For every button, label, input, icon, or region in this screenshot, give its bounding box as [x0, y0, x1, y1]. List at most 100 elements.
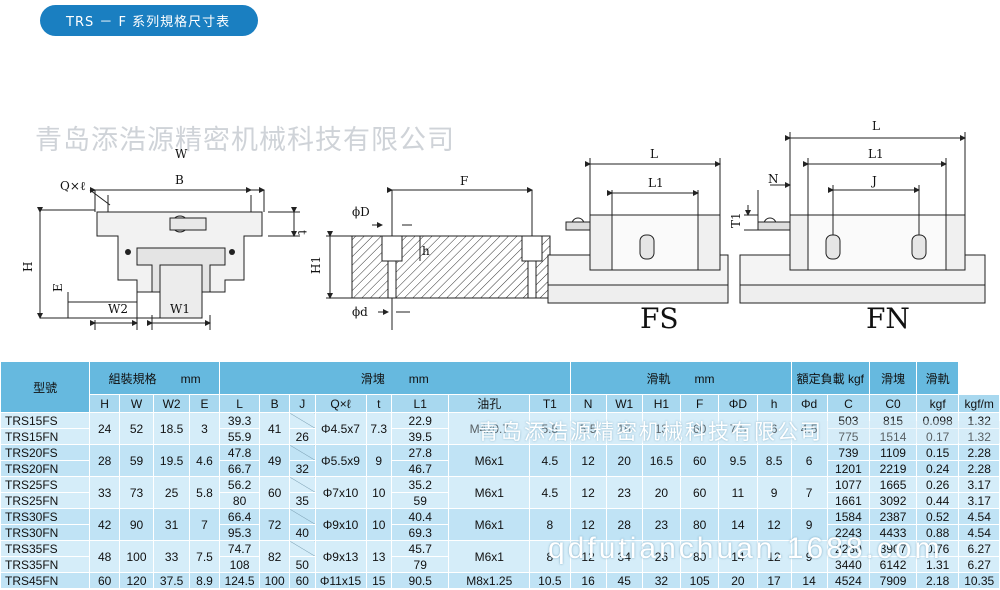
table-cell: 1584 — [826, 508, 871, 525]
model-cell: TRS35FS — [0, 540, 91, 557]
table-cell: 7 — [189, 508, 220, 541]
table-cell: 7.5 — [718, 412, 758, 445]
table-cell: 20 — [605, 444, 643, 477]
table-cell: 28 — [89, 444, 121, 477]
table-cell: 12 — [756, 540, 792, 573]
table-cell: 26 — [289, 428, 316, 445]
table-cell: 50 — [289, 556, 316, 573]
table-cell: 2219 — [869, 460, 917, 477]
model-cell: TRS15FS — [0, 412, 91, 429]
table-cell: 7 — [790, 476, 828, 509]
table-cell: 20 — [641, 476, 682, 509]
table-cell: 6 — [790, 444, 828, 477]
table-cell: 0.15 — [915, 444, 960, 461]
table-cell: 80 — [680, 508, 720, 541]
subheader-cell: W — [119, 394, 155, 413]
subheader-cell: J — [289, 394, 316, 413]
dim-D: ϕD — [352, 205, 370, 219]
table-cell: 19.5 — [153, 444, 191, 477]
subheader-cell: kgf — [915, 394, 960, 413]
subheader-cell: C — [826, 394, 871, 413]
model-cell: TRS25FN — [0, 492, 91, 509]
table-cell: Φ9x10 — [314, 508, 367, 541]
rail-section-view — [326, 187, 551, 330]
table-cell: 4.5 — [529, 444, 571, 477]
table-cell: 23 — [605, 476, 643, 509]
table-cell: 7.5 — [189, 540, 220, 573]
subheader-cell: F — [680, 394, 720, 413]
table-cell: 4.6 — [189, 444, 220, 477]
table-cell: 60 — [89, 572, 121, 589]
table-cell: 12 — [569, 444, 607, 477]
table-cell: 8 — [529, 540, 571, 573]
table-cell: 90.5 — [391, 572, 450, 589]
table-cell: 24 — [89, 412, 121, 445]
table-cell: 10.5 — [529, 572, 571, 589]
table-cell: 34 — [605, 540, 643, 573]
table-cell: 0.76 — [915, 540, 960, 557]
table-cell: 6.27 — [958, 556, 1000, 573]
fs-side-view — [547, 158, 729, 304]
table-cell: 14 — [790, 572, 828, 589]
table-cell: 14 — [718, 508, 758, 541]
table-cell: 7.3 — [365, 412, 393, 445]
table-cell: 56.2 — [218, 476, 261, 493]
table-cell: 79 — [391, 556, 450, 573]
table-cell: 48 — [89, 540, 121, 573]
table-cell: 74.7 — [218, 540, 261, 557]
table-cell: 16 — [569, 572, 607, 589]
col-block-weight: 滑塊 — [869, 361, 917, 395]
table-cell: 2.28 — [958, 460, 1000, 477]
table-cell: 100 — [119, 540, 155, 573]
table-cell: 775 — [826, 428, 871, 445]
model-cell: TRS15FN — [0, 428, 91, 445]
front-view — [37, 187, 300, 330]
dim-H: H — [21, 262, 35, 272]
table-cell: 6142 — [869, 556, 917, 573]
subheader-cell: ΦD — [718, 394, 758, 413]
table-cell: 15 — [365, 572, 393, 589]
subheader-cell: H — [89, 394, 121, 413]
table-cell: 8.5 — [756, 444, 792, 477]
technical-drawing: W B Q×ℓ t H E W2 W1 F ϕD h H1 ϕd L L1 N … — [21, 119, 986, 330]
table-cell: 16.5 — [641, 444, 682, 477]
table-cell: Φ5.5x9 — [314, 444, 367, 477]
table-cell: 1665 — [869, 476, 917, 493]
table-cell: 8 — [529, 508, 571, 541]
table-cell: 59 — [391, 492, 450, 509]
subheader-cell: t — [365, 394, 393, 413]
table-cell: 0.098 — [915, 412, 960, 429]
table-cell: 5.5 — [569, 412, 607, 445]
table-cell: 4524 — [826, 572, 871, 589]
table-cell: 108 — [218, 556, 261, 573]
table-cell: M8x1.25 — [448, 572, 531, 589]
table-cell: 4.54 — [958, 508, 1000, 525]
subheader-cell: 油孔 — [448, 394, 531, 413]
dim-E: E — [51, 283, 65, 292]
dim-W2: W2 — [108, 302, 128, 316]
table-cell: M6x1 — [448, 476, 531, 509]
dim-L1-fn: L1 — [868, 147, 884, 161]
model-cell: TRS30FN — [0, 524, 91, 541]
subheader-cell: T1 — [529, 394, 571, 413]
fn-label: FN — [866, 302, 910, 335]
table-cell: 100 — [259, 572, 291, 589]
table-cell: 82 — [259, 540, 291, 573]
table-cell: 1109 — [869, 444, 917, 461]
table-cell: M6x1 — [448, 444, 531, 477]
table-cell: 60 — [259, 476, 291, 509]
table-cell: Φ11x15 — [314, 572, 367, 589]
table-cell: 105 — [680, 572, 720, 589]
table-cell: 6.27 — [958, 540, 1000, 557]
subheader-cell: Φd — [790, 394, 828, 413]
subheader-cell: W2 — [153, 394, 191, 413]
table-cell: 0.44 — [915, 492, 960, 509]
dim-N: N — [768, 172, 779, 186]
table-cell: 7909 — [869, 572, 917, 589]
dim-W1: W1 — [170, 302, 190, 316]
table-cell: 27.8 — [391, 444, 450, 461]
col-block: 滑塊 mm — [218, 361, 571, 395]
